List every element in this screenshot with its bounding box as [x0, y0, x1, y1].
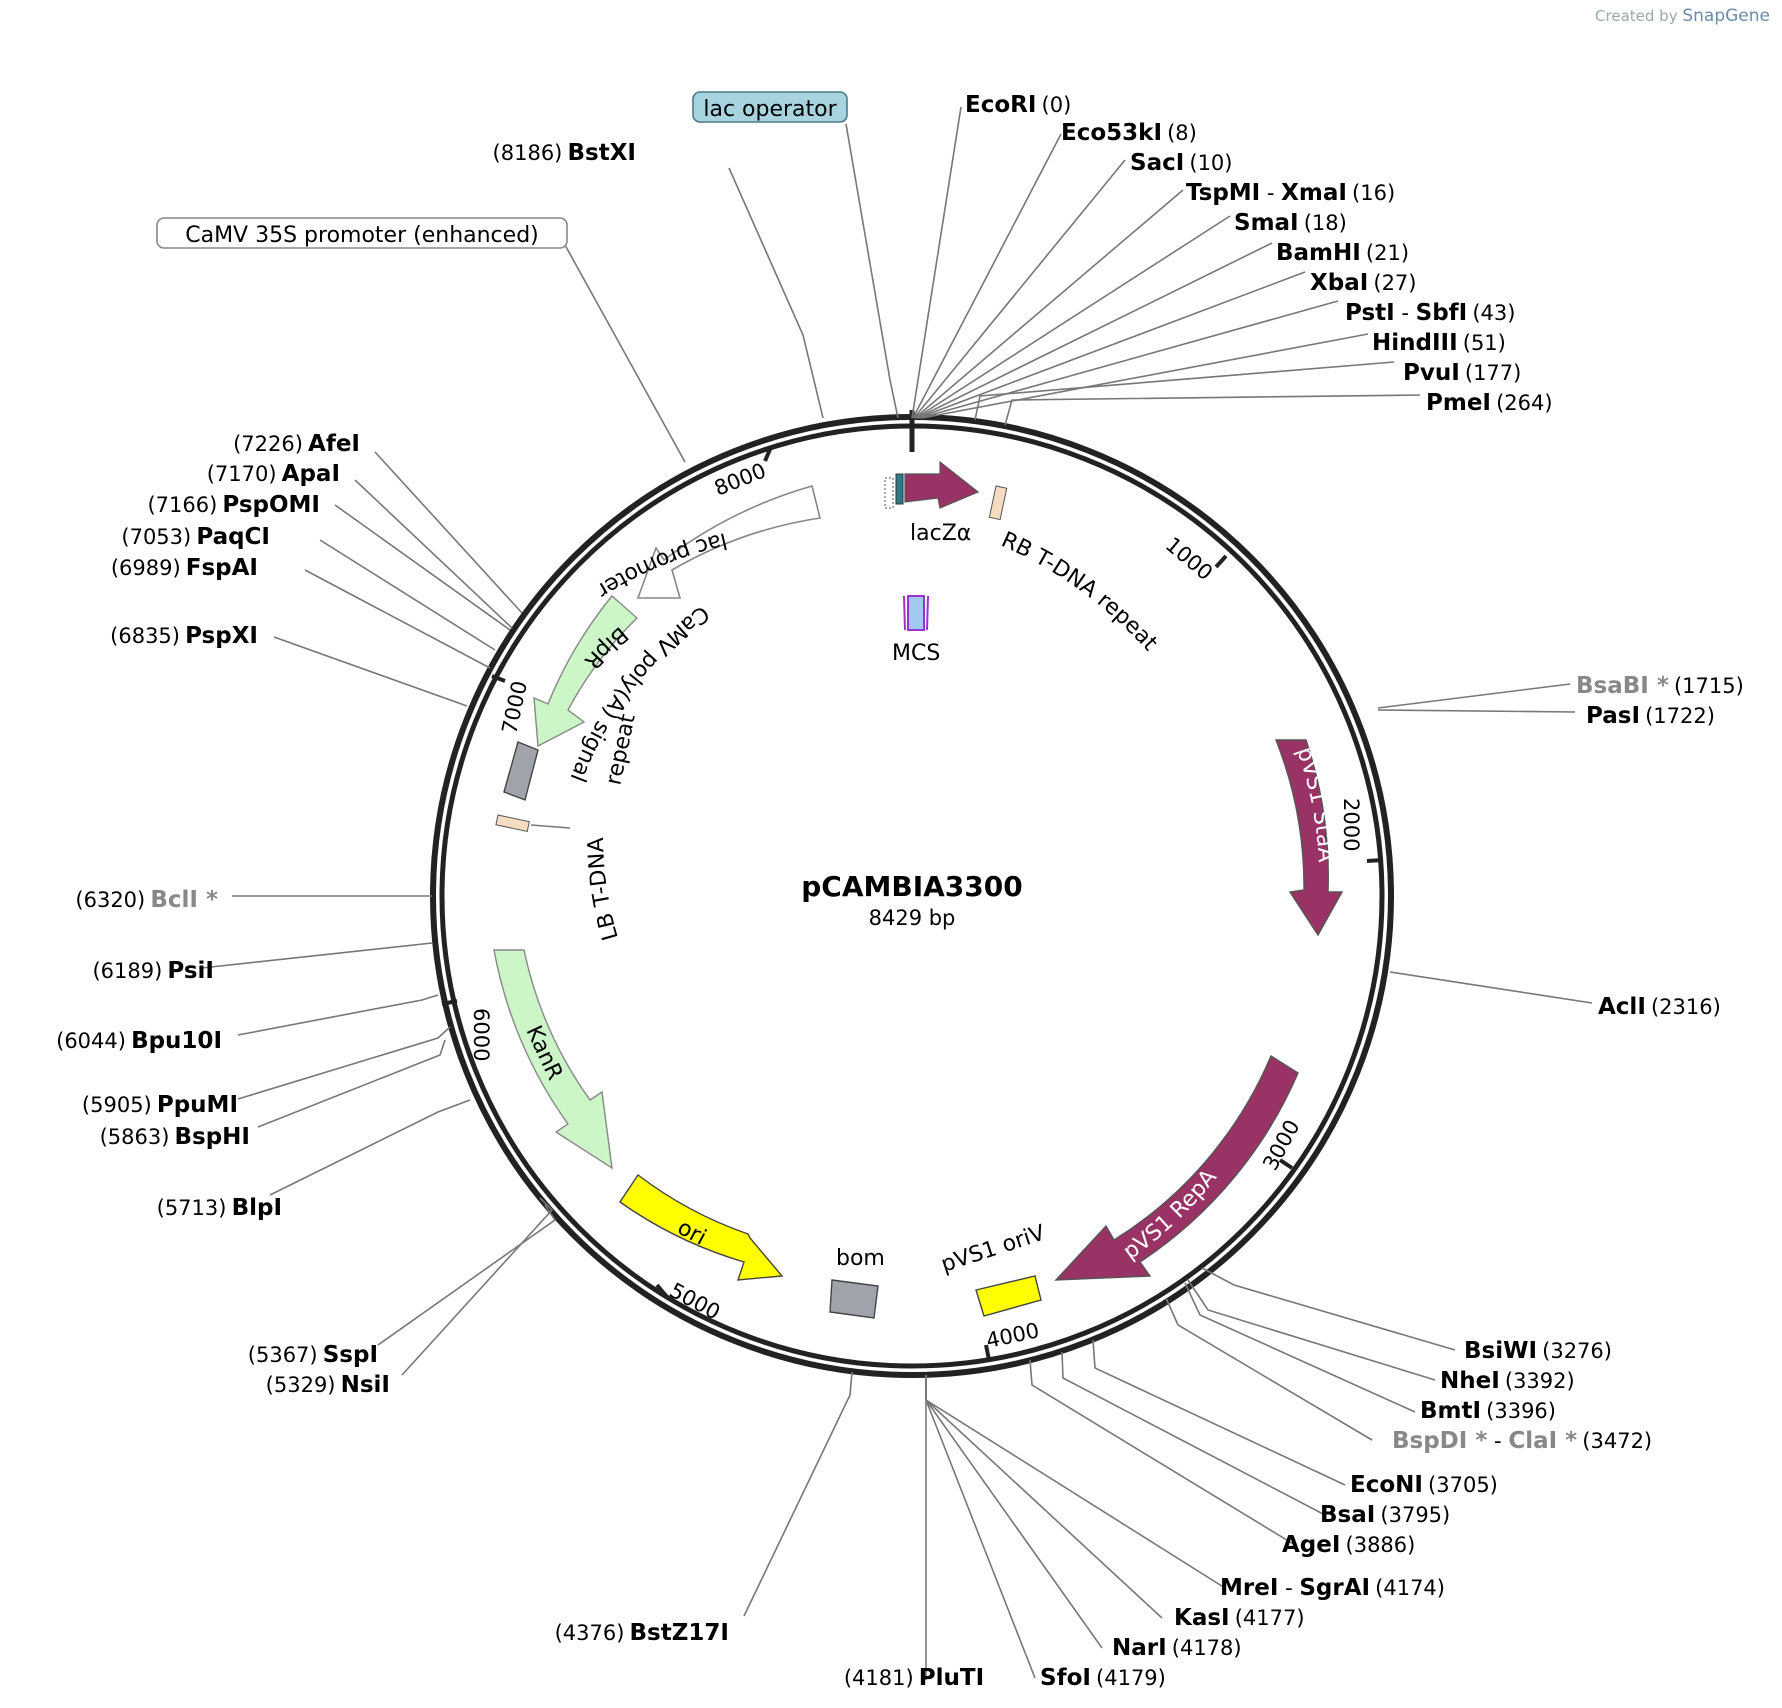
feature-lacza[interactable]	[884, 460, 980, 509]
credit-prefix: Created by	[1595, 7, 1678, 25]
site-label: (6320) BclI *	[75, 887, 218, 913]
site-label: (7170) ApaI	[207, 461, 340, 487]
site-label: MreI - SgrAI (4174)	[1220, 1575, 1445, 1601]
site-label: Eco53kI (8)	[1061, 120, 1197, 146]
site-label: (6189) PsiI	[92, 958, 214, 984]
plasmid-size: 8429 bp	[869, 906, 956, 930]
label-camvpa-path: CaMV poly(A) signal	[565, 600, 714, 785]
label-lacza: lacZα	[910, 521, 971, 546]
site-label: TspMI - XmaI (16)	[1186, 180, 1395, 206]
leader-lines	[201, 106, 1593, 1680]
label-repa-path: pVS1 RepA	[1119, 1165, 1222, 1265]
site-label: PvuI (177)	[1403, 360, 1521, 386]
feature-camvpa[interactable]	[503, 741, 539, 801]
label-lb-1-path: LB T-DNA	[584, 837, 624, 943]
site-label: NheI (3392)	[1440, 1368, 1575, 1394]
site-label: HindIII (51)	[1372, 330, 1506, 356]
site-label: (5329) NsiI	[266, 1372, 390, 1398]
label-camvpa: CaMV poly(A) signal	[565, 600, 714, 785]
lac-operator-text: lac operator	[703, 97, 837, 122]
label-repa: pVS1 RepA	[1119, 1165, 1222, 1265]
site-label: (7226) AfeI	[233, 431, 360, 457]
credit-brand: SnapGene	[1682, 6, 1770, 26]
tick-label: 7000	[497, 679, 532, 736]
site-label: (5905) PpuMI	[82, 1092, 238, 1118]
tick-label: 2000	[1339, 798, 1363, 851]
site-label: EcoNI (3705)	[1350, 1472, 1498, 1498]
site-label: BsaI (3795)	[1320, 1502, 1450, 1528]
camv35s-label: CaMV 35S promoter (enhanced)	[156, 217, 568, 249]
site-label: (4376) BstZ17I	[555, 1620, 729, 1646]
feature-repa[interactable]	[1054, 1054, 1299, 1281]
site-label: (7166) PspOMI	[147, 492, 320, 518]
site-label: (4181) PluTI	[844, 1665, 984, 1691]
site-label: SfoI (4179)	[1040, 1665, 1166, 1691]
site-label: BspDI * - ClaI * (3472)	[1392, 1428, 1652, 1454]
site-label: (5367) SspI	[248, 1342, 378, 1368]
site-label: PmeI (264)	[1426, 390, 1553, 416]
site-label: EcoRI (0)	[965, 92, 1071, 118]
feature-oriv[interactable]	[975, 1275, 1042, 1317]
feature-ori[interactable]	[619, 1173, 784, 1281]
tick-marks	[441, 446, 1383, 1361]
feature-lb[interactable]	[495, 814, 571, 833]
site-label: KasI (4177)	[1174, 1605, 1305, 1631]
tick-label: 5000	[666, 1278, 724, 1324]
site-label: AclI (2316)	[1598, 994, 1721, 1020]
feature-mcs[interactable]	[903, 595, 929, 631]
plasmid-name: pCAMBIA3300	[801, 870, 1022, 903]
feature-stata[interactable]	[1274, 739, 1344, 937]
camv35s-text: CaMV 35S promoter (enhanced)	[185, 223, 539, 248]
site-label: (6989) FspAI	[111, 555, 258, 581]
site-label: (7053) PaqCI	[121, 524, 270, 550]
site-label: (6044) Bpu10I	[56, 1028, 222, 1054]
feature-bom[interactable]	[829, 1279, 879, 1319]
label-lb-1: LB T-DNA	[584, 837, 624, 943]
site-label: (8186) BstXI	[493, 140, 636, 166]
site-label: (6835) PspXI	[110, 623, 258, 649]
label-rb: RB T-DNA repeat	[998, 528, 1163, 656]
label-mcs: MCS	[892, 641, 940, 666]
snapgene-credit: Created by SnapGene	[1595, 6, 1770, 26]
label-bom: bom	[836, 1246, 885, 1271]
restriction-sites: EcoRI (0)Eco53kI (8) SacI (10) TspMI - Xma…	[56, 92, 1744, 1691]
site-label: SacI (10)	[1130, 150, 1232, 176]
site-label: (5713) BlpI	[157, 1195, 282, 1221]
tick-label: 1000	[1161, 532, 1217, 585]
site-label: (5863) BspHI	[100, 1124, 250, 1150]
feature-kanr[interactable]	[493, 949, 613, 1170]
site-label: BsiWI (3276)	[1464, 1338, 1612, 1364]
label-rb-path: RB T-DNA repeat	[998, 528, 1163, 656]
feature-blpr[interactable]	[533, 594, 639, 748]
site-label: AgeI (3886)	[1282, 1532, 1415, 1558]
tick-label: 6000	[469, 1008, 493, 1061]
site-label: BsaBI * (1715)	[1576, 673, 1744, 699]
label-oriv: pVS1 oriV	[938, 1221, 1048, 1278]
feature-lacprom[interactable]	[636, 485, 821, 599]
site-label: BmtI (3396)	[1420, 1398, 1556, 1424]
site-label: PstI - SbfI (43)	[1345, 300, 1515, 326]
site-label: PasI (1722)	[1586, 703, 1715, 729]
lac-operator-label: lac operator	[692, 91, 848, 123]
site-label: NarI (4178)	[1112, 1635, 1242, 1661]
site-label: BamHI (21)	[1276, 240, 1409, 266]
site-label: XbaI (27)	[1310, 270, 1416, 296]
feature-rb[interactable]	[988, 485, 1008, 521]
site-label: SmaI (18)	[1234, 210, 1347, 236]
